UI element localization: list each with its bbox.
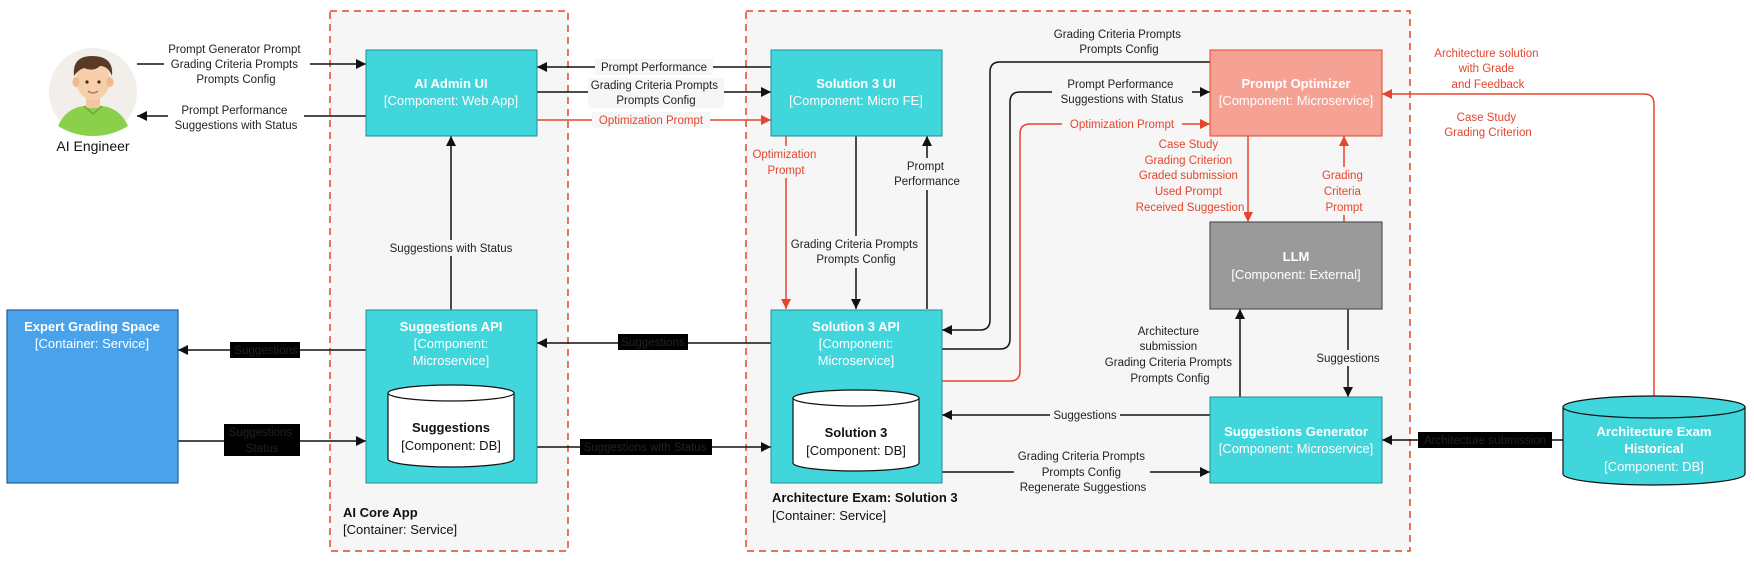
component-prompt-optimizer[interactable]: Prompt Optimizer [Component: Microservic… <box>1209 49 1383 137</box>
expert-title: Expert Grading Space <box>24 319 160 334</box>
person-label: AI Engineer <box>56 138 129 154</box>
sol3-ui-subtitle: [Component: Micro FE] <box>789 93 923 108</box>
llm-subtitle: [Component: External] <box>1231 267 1360 282</box>
generator-subtitle: [Component: Microservice] <box>1219 441 1374 456</box>
sugg-api-subtitle-2: Microservice] <box>413 353 490 368</box>
avatar-icon <box>49 48 137 136</box>
label-expert-to-suggapi: Suggestions Status <box>229 427 296 455</box>
label-historical-to-optimizer-2: Case Study Grading Criterion <box>1444 112 1532 139</box>
label-sol3api-to-generator: Grading Criteria Prompts Prompts Config … <box>1018 451 1148 494</box>
sol3-api-subtitle-1: [Component: <box>819 336 893 351</box>
label-sol3ui-to-admin: Prompt Performance <box>601 62 707 74</box>
llm-title: LLM <box>1283 249 1310 264</box>
component-suggestions-generator[interactable]: Suggestions Generator [Component: Micros… <box>1209 396 1383 484</box>
optimizer-subtitle: [Component: Microservice] <box>1219 93 1374 108</box>
label-generator-to-sol3api: Suggestions <box>1053 410 1117 422</box>
edge-historical-to-optimizer <box>1382 89 1655 407</box>
label-suggapi-to-expert: Suggestions <box>234 345 298 357</box>
label-historical-to-generator: Architecture submission <box>1424 435 1546 447</box>
database-architecture-exam-historical[interactable]: Architecture Exam Historical [Component:… <box>1562 395 1746 486</box>
historical-title-2: Historical <box>1624 441 1683 456</box>
label-optimizer-performance: Prompt Performance Suggestions with Stat… <box>1061 79 1184 106</box>
label-admin-sol3ui-bi: Grading Criteria Prompts Prompts Config <box>591 80 721 107</box>
optimizer-title: Prompt Optimizer <box>1241 76 1350 91</box>
label-sol3api-to-suggapi: Suggestions <box>621 337 685 349</box>
label-suggapi-to-sol3api: Suggestions with Status <box>584 442 707 454</box>
db-solution3-subtitle: [Component: DB] <box>806 443 906 458</box>
sol3-ui-title: Solution 3 UI <box>816 76 895 91</box>
boundary-exam-title: Architecture Exam: Solution 3 <box>772 490 958 505</box>
sugg-api-subtitle-1: [Component: <box>414 336 488 351</box>
component-ai-admin-ui[interactable]: AI Admin UI [Component: Web App] <box>365 49 538 137</box>
database-solution3[interactable]: Solution 3 [Component: DB] <box>792 389 920 472</box>
label-admin-to-eng: Prompt Performance Suggestions with Stat… <box>175 105 298 132</box>
label-historical-to-optimizer-1: Architecture solution with Grade and Fee… <box>1434 48 1541 91</box>
admin-ui-subtitle: [Component: Web App] <box>384 93 518 108</box>
label-optimizer-top: Grading Criteria Prompts Prompts Config <box>1054 29 1184 56</box>
admin-ui-title: AI Admin UI <box>414 76 487 91</box>
expert-subtitle: [Container: Service] <box>35 336 149 351</box>
boundary-exam-subtitle: [Container: Service] <box>772 508 886 523</box>
sugg-api-title: Suggestions API <box>400 319 503 334</box>
label-generator-to-llm: Architecture submission Grading Criteria… <box>1105 326 1235 385</box>
historical-subtitle: [Component: DB] <box>1604 459 1704 474</box>
database-suggestions[interactable]: Suggestions [Component: DB] <box>387 384 515 468</box>
boundary-core-subtitle: [Container: Service] <box>343 522 457 537</box>
edge-optimizer-to-sol3api <box>942 61 1210 335</box>
sol3-api-subtitle-2: Microservice] <box>818 353 895 368</box>
boundary-core-title: AI Core App <box>343 505 418 520</box>
label-sol3ui-api-optimization: Optimization Prompt <box>752 149 819 177</box>
generator-title: Suggestions Generator <box>1224 424 1368 439</box>
component-solution3-api[interactable]: Solution 3 API [Component: Microservice]… <box>770 309 943 484</box>
edge-sol3api-optimization-prompt <box>942 119 1210 382</box>
component-llm[interactable]: LLM [Component: External] <box>1209 221 1383 310</box>
db-solution3-title: Solution 3 <box>825 425 888 440</box>
label-eng-to-admin: Prompt Generator Prompt Grading Criteria… <box>168 44 304 86</box>
edge-labels: Prompt Generator Prompt Grading Criteria… <box>164 29 1552 496</box>
label-optimizer-to-llm: Case Study Grading Criterion Graded subm… <box>1136 139 1245 214</box>
person-ai-engineer[interactable]: AI Engineer <box>49 48 137 154</box>
historical-title-1: Architecture Exam <box>1597 424 1712 439</box>
label-llm-to-generator: Suggestions <box>1316 353 1380 365</box>
db-suggestions-subtitle: [Component: DB] <box>401 438 501 453</box>
label-admin-optimization: Optimization Prompt <box>599 115 704 127</box>
label-optimizer-optimization: Optimization Prompt <box>1070 119 1175 131</box>
component-suggestions-api[interactable]: Suggestions API [Component: Microservice… <box>365 309 538 484</box>
component-solution3-ui[interactable]: Solution 3 UI [Component: Micro FE] <box>770 49 943 137</box>
sol3-api-title: Solution 3 API <box>812 319 900 334</box>
db-suggestions-title: Suggestions <box>412 420 490 435</box>
edge-sol3api-to-optimizer <box>942 87 1210 350</box>
label-api-to-ui-performance: Prompt Performance <box>894 161 960 188</box>
container-expert-grading-space[interactable]: Expert Grading Space [Container: Service… <box>6 309 179 484</box>
label-llm-to-optimizer: Grading Criteria Prompt <box>1322 170 1366 214</box>
label-sol3ui-api-bi: Grading Criteria Prompts Prompts Config <box>791 239 921 266</box>
label-suggapi-to-admin: Suggestions with Status <box>390 243 513 255</box>
